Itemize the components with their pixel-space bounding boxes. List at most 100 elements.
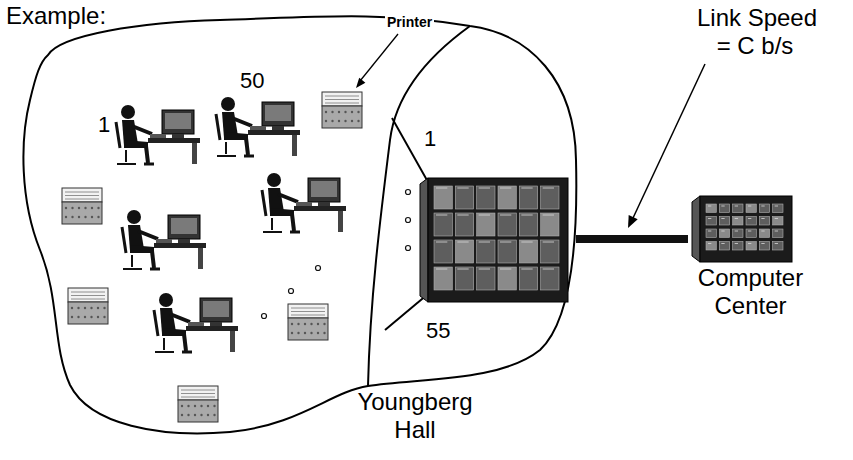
- keyboard: [250, 126, 266, 130]
- rack-detail: [479, 215, 490, 216]
- port-number-box: 1: [424, 126, 448, 151]
- rack-module: [759, 204, 769, 213]
- printer-stripe: [71, 299, 105, 300]
- link-line: [576, 235, 688, 243]
- leader-arrowhead: [628, 215, 638, 228]
- rack-detail: [521, 242, 532, 243]
- printer-body: [62, 202, 102, 224]
- ellipsis-dot: [262, 314, 267, 319]
- printer-top: [178, 386, 218, 400]
- chair-post: [125, 150, 127, 162]
- rack-module: [498, 240, 516, 263]
- printer-icon: [178, 386, 218, 422]
- monitor-base: [178, 239, 190, 243]
- rack-detail: [761, 218, 764, 219]
- printer-texture: [325, 111, 327, 113]
- printer-top: [62, 188, 102, 202]
- rack-detail: [721, 206, 724, 207]
- rack-module: [773, 204, 783, 213]
- rack-detail: [457, 242, 468, 243]
- printer-texture: [90, 316, 92, 318]
- rack-module: [706, 242, 716, 251]
- printer-texture: [65, 207, 67, 209]
- node-label: Computer Center: [698, 264, 803, 319]
- rack-detail: [708, 243, 711, 244]
- desk-top: [186, 326, 238, 331]
- rack-detail: [775, 218, 778, 219]
- ellipsis-dot: [406, 218, 411, 223]
- equipment-rack: [692, 196, 792, 262]
- rack-detail: [479, 269, 490, 270]
- chair-post: [163, 338, 165, 350]
- rack-detail: [500, 215, 511, 216]
- rack-module: [706, 217, 716, 226]
- chair-base: [117, 163, 136, 165]
- printer-stripe: [65, 192, 99, 193]
- desk-top: [154, 243, 206, 248]
- callout-number: 50: [238, 68, 266, 93]
- printer-icon: [322, 92, 362, 128]
- printer-texture: [323, 332, 325, 334]
- monitor-base: [318, 202, 330, 206]
- rack-module: [719, 242, 729, 251]
- callout-number-box: 1: [96, 112, 114, 137]
- rack-module: [541, 213, 559, 236]
- port-number: 55: [426, 318, 450, 343]
- user-foot: [182, 351, 192, 354]
- printer-texture: [344, 120, 346, 122]
- user-arm: [278, 194, 298, 202]
- link-label-box: Link Speed = C b/s: [690, 4, 822, 59]
- rack-detail: [457, 188, 468, 189]
- rack-detail: [457, 269, 468, 270]
- region-outline: [23, 16, 576, 433]
- workstation-icon: [122, 210, 206, 269]
- rack-detail: [543, 215, 554, 216]
- rack-side: [692, 196, 700, 262]
- printer-texture: [71, 207, 73, 209]
- rack-detail: [436, 188, 447, 189]
- printer-texture: [323, 323, 325, 325]
- printer-stripe: [181, 393, 215, 394]
- printer-texture: [304, 332, 306, 334]
- rack-module: [759, 229, 769, 238]
- rack-module: [477, 186, 495, 209]
- printer-stripe: [325, 99, 359, 100]
- printer-texture: [181, 405, 183, 407]
- printer-texture: [291, 323, 293, 325]
- rack-detail: [708, 218, 711, 219]
- callout-number-box: 50: [238, 68, 278, 93]
- printer-texture: [97, 216, 99, 218]
- port-fan-line: [392, 118, 428, 182]
- rack-detail: [735, 206, 738, 207]
- printer-stripe: [291, 308, 325, 309]
- rack-side: [420, 178, 428, 302]
- user-leg: [184, 334, 186, 351]
- workstation-icon: [116, 105, 200, 164]
- rack-detail: [479, 188, 490, 189]
- rack-detail: [748, 206, 751, 207]
- user-foot: [144, 163, 154, 166]
- printer-stripe: [65, 195, 99, 196]
- rack-module: [541, 240, 559, 263]
- port-fan-line: [385, 294, 428, 330]
- keyboard: [296, 202, 312, 206]
- rack-module: [434, 240, 452, 263]
- rack-module: [719, 229, 729, 238]
- rack-detail: [457, 215, 468, 216]
- desk-top: [148, 138, 200, 143]
- desk-leg: [198, 248, 203, 269]
- printer-texture: [90, 307, 92, 309]
- printer-stripe: [291, 311, 325, 312]
- printer-texture: [351, 111, 353, 113]
- rack-module: [498, 213, 516, 236]
- printer-stripe: [181, 390, 215, 391]
- printer-texture: [65, 216, 67, 218]
- printer-texture: [84, 207, 86, 209]
- user-head: [221, 97, 235, 111]
- rack-detail: [521, 269, 532, 270]
- keyboard: [188, 322, 204, 326]
- user-leg: [146, 146, 148, 163]
- figure-heading-box: Example:: [4, 2, 124, 30]
- printer-texture: [71, 307, 73, 309]
